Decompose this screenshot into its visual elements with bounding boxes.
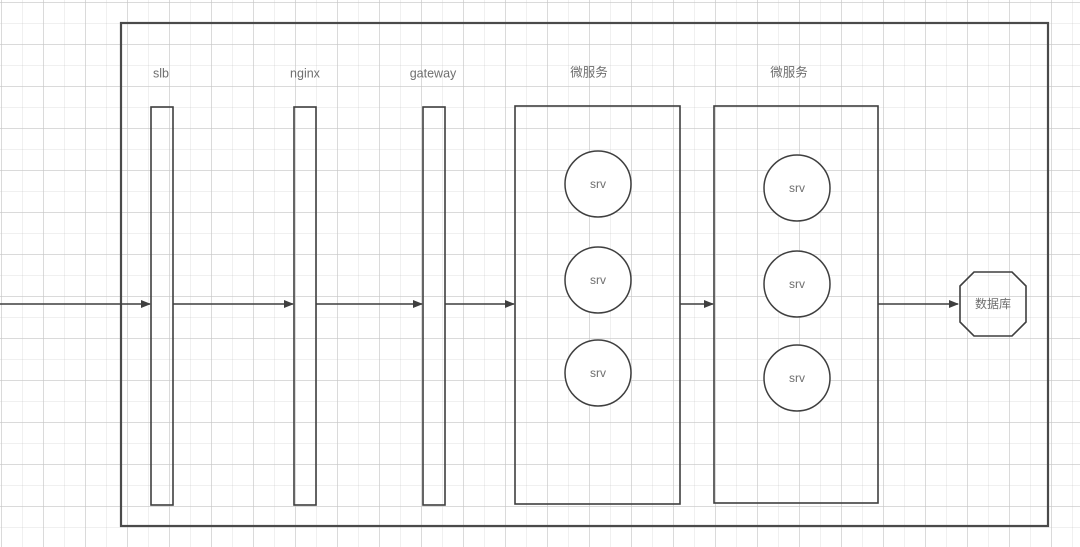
node-microservice-1-label: 微服务 bbox=[570, 64, 608, 79]
node-microservice-1[interactable] bbox=[514, 105, 681, 505]
node-microservice-2[interactable] bbox=[713, 105, 879, 504]
service-circle-srv-2-3[interactable] bbox=[763, 344, 831, 412]
service-circle-srv-1-2-label: srv bbox=[590, 273, 606, 287]
node-slb-label: slb bbox=[153, 66, 169, 80]
service-circle-srv-1-3-label: srv bbox=[590, 366, 606, 380]
service-circle-srv-1-1[interactable] bbox=[564, 150, 632, 218]
service-circle-srv-2-1[interactable] bbox=[763, 154, 831, 222]
node-slb[interactable] bbox=[150, 106, 174, 506]
node-microservice-2-label: 微服务 bbox=[770, 64, 808, 79]
service-circle-srv-2-2-label: srv bbox=[789, 277, 805, 291]
service-circle-srv-2-3-label: srv bbox=[789, 371, 805, 385]
node-gateway-label: gateway bbox=[410, 66, 457, 80]
node-nginx-label: nginx bbox=[290, 66, 321, 80]
service-circle-srv-1-2[interactable] bbox=[564, 246, 632, 314]
service-circle-srv-2-2[interactable] bbox=[763, 250, 831, 318]
node-database-label: 数据库 bbox=[975, 296, 1011, 311]
system-boundary[interactable] bbox=[119, 21, 1050, 528]
service-circle-srv-2-1-label: srv bbox=[789, 181, 805, 195]
node-database[interactable] bbox=[959, 271, 1027, 337]
node-nginx[interactable] bbox=[293, 106, 317, 506]
service-circle-srv-1-1-label: srv bbox=[590, 177, 606, 191]
service-circle-srv-1-3[interactable] bbox=[564, 339, 632, 407]
node-gateway[interactable] bbox=[422, 106, 446, 506]
